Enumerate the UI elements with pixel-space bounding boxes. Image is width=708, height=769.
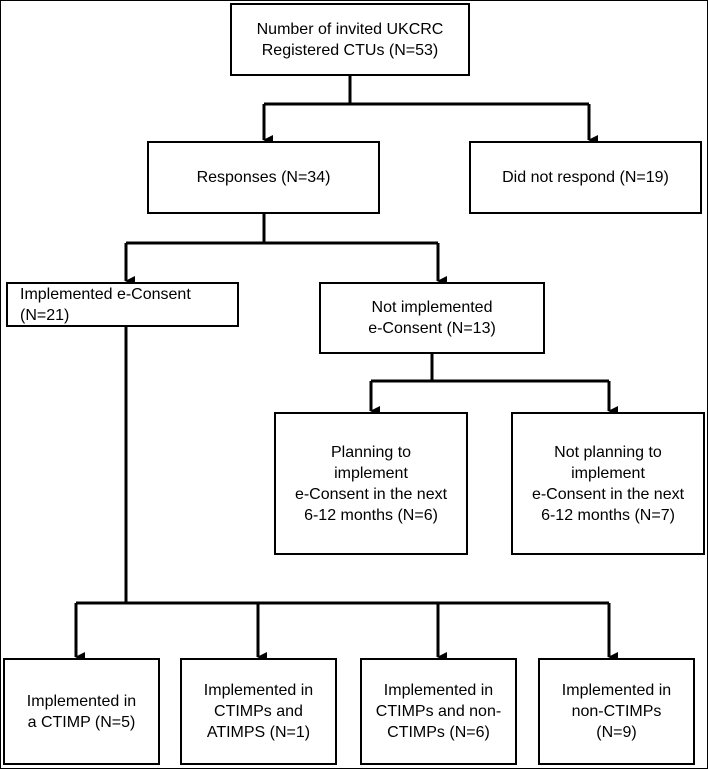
non-ctimps-box: Implemented in non-CTIMPs (N=9) [538,658,695,765]
not-implemented-label: Not implemented e-Consent (N=13) [368,299,496,337]
did-not-respond-box: Did not respond (N=19) [469,141,702,214]
ctimps-atimps-label: Implemented in CTIMPs and ATIMPS (N=1) [203,682,314,741]
not-planning-box: Not planning to implement e-Consent in t… [511,412,705,555]
not-planning-label: Not planning to implement e-Consent in t… [531,443,685,524]
ctimps-nonctimps-label: Implemented in CTIMPs and non- CTIMPs (N… [375,682,502,741]
invited-ctus-box: Number of invited UKCRC Registered CTUs … [230,3,470,76]
implemented-box: Implemented e-Consent (N=21) [6,282,239,327]
planning-box: Planning to implement e-Consent in the n… [274,412,468,555]
planning-label: Planning to implement e-Consent in the n… [294,443,448,524]
implemented-label: Implemented e-Consent (N=21) [20,285,191,324]
did-not-respond-label: Did not respond (N=19) [502,169,669,186]
ctimp-label: Implemented in a CTIMP (N=5) [26,692,137,731]
invited-ctus-label: Number of invited UKCRC Registered CTUs … [256,20,444,59]
ctimp-box: Implemented in a CTIMP (N=5) [3,658,160,765]
ctimps-nonctimps-box: Implemented in CTIMPs and non- CTIMPs (N… [360,658,517,765]
not-implemented-box: Not implemented e-Consent (N=13) [319,282,545,354]
responses-box: Responses (N=34) [147,141,380,214]
ctimps-atimps-box: Implemented in CTIMPs and ATIMPS (N=1) [180,658,337,765]
non-ctimps-label: Implemented in non-CTIMPs (N=9) [561,682,672,741]
responses-label: Responses (N=34) [196,169,331,186]
